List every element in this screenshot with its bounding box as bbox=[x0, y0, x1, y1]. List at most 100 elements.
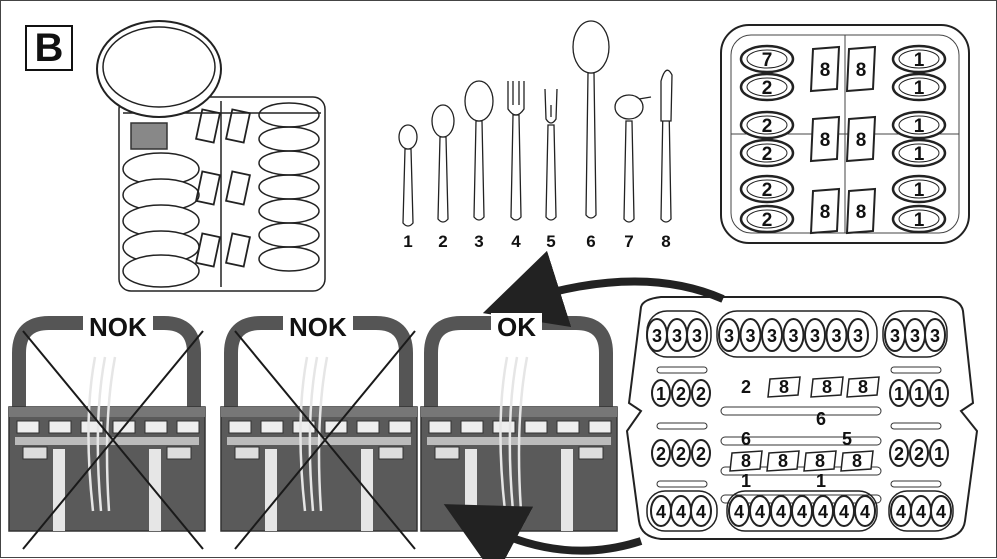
tray-bottom-slot-label: 1 bbox=[914, 384, 924, 404]
tray-top-right-slot-label: 1 bbox=[914, 144, 925, 165]
tray-bottom-slot: 1 bbox=[930, 380, 948, 406]
tray-bottom-slot: 2 bbox=[672, 440, 690, 466]
tray-top-middle-slot: 8 bbox=[847, 189, 875, 233]
tray-bottom-label-5: 5 bbox=[842, 429, 852, 449]
tray-top-left-slot: 2 bbox=[741, 74, 793, 100]
tray-bottom-slot-label: 3 bbox=[767, 326, 777, 346]
tray-bottom-slot-label: 3 bbox=[910, 326, 920, 346]
tray-bottom-slot-label: 8 bbox=[822, 377, 832, 397]
basket-topview bbox=[97, 21, 325, 291]
cutlery-number-4: 4 bbox=[511, 232, 521, 251]
tray-bottom-slot: 1 bbox=[910, 380, 928, 406]
tray-bottom-slot: 4 bbox=[911, 496, 931, 526]
tray-bottom-slot: 8 bbox=[730, 451, 762, 471]
tray-bottom-slot: 3 bbox=[805, 319, 825, 351]
tray-top-middle-slot: 8 bbox=[847, 117, 875, 161]
tray-bottom-slot: 2 bbox=[692, 440, 710, 466]
tray-bottom-slot-label: 8 bbox=[779, 377, 789, 397]
tray-bottom-slot-label: 3 bbox=[853, 326, 863, 346]
tray-top-left-slot-label: 2 bbox=[762, 180, 773, 201]
cutlery-number-3: 3 bbox=[474, 232, 483, 251]
tray-top-left-slot: 2 bbox=[741, 176, 793, 202]
tray-bottom-slot: 3 bbox=[719, 319, 739, 351]
cutlery-teaspoon bbox=[399, 125, 417, 226]
cutlery-fork bbox=[508, 81, 524, 220]
tray-top-left-slot-label: 2 bbox=[762, 144, 773, 165]
tray-bottom-slot-label: 4 bbox=[818, 502, 828, 522]
tray-bottom-slot: 3 bbox=[885, 319, 905, 351]
tray-bottom-slot-label: 2 bbox=[656, 444, 666, 464]
tray-bottom-slot: 3 bbox=[905, 319, 925, 351]
tray-bottom-slot-label: 3 bbox=[788, 326, 798, 346]
tray-top-right-slot-label: 1 bbox=[914, 180, 925, 201]
tray-bottom-slot: 2 bbox=[672, 380, 690, 406]
tray-bottom-slot: 4 bbox=[931, 496, 951, 526]
tray-bottom-label-6-lower: 6 bbox=[741, 429, 751, 449]
tray-bottom-slot: 3 bbox=[827, 319, 847, 351]
cutlery-number-2: 2 bbox=[438, 232, 447, 251]
tray-bottom-slot: 8 bbox=[811, 377, 843, 397]
cutlery-ladle bbox=[615, 95, 651, 222]
tray-bottom-slot: 2 bbox=[910, 440, 928, 466]
tray-bottom-slot-label: 3 bbox=[692, 326, 702, 346]
tray-top-right-slot-label: 1 bbox=[914, 210, 925, 231]
tray-bottom-slot: 4 bbox=[792, 496, 812, 526]
tray-top-middle-slot: 8 bbox=[811, 189, 839, 233]
tray-bottom-slot-label: 4 bbox=[860, 502, 870, 522]
tray-bottom-slot-label: 8 bbox=[815, 451, 825, 471]
tray-bottom-slot: 3 bbox=[687, 319, 707, 351]
tray-bottom-slot: 4 bbox=[729, 496, 749, 526]
tray-top-middle-label: 8 bbox=[856, 202, 867, 223]
tray-bottom-label-6-upper: 6 bbox=[816, 409, 826, 429]
cutlery-number-1: 1 bbox=[403, 232, 412, 251]
tray-top-right-slot-label: 1 bbox=[914, 78, 925, 99]
tray-bottom-slot-label: 1 bbox=[934, 444, 944, 464]
tray-bottom-slot: 4 bbox=[750, 496, 770, 526]
tray-top-left-slot-label: 2 bbox=[762, 78, 773, 99]
cutlery-serving-fork bbox=[545, 89, 557, 220]
tray-top-middle-label: 8 bbox=[820, 202, 831, 223]
tray-bottom-slot-label: 3 bbox=[672, 326, 682, 346]
tray-bottom-slot-label: 4 bbox=[696, 502, 706, 522]
tray-bottom-slot: 1 bbox=[652, 380, 670, 406]
tray-bottom-slot-label: 3 bbox=[831, 326, 841, 346]
tray-bottom-slot-label: 2 bbox=[676, 444, 686, 464]
tray-bottom-slot-label: 4 bbox=[936, 502, 946, 522]
tray-bottom-label-1: 1 bbox=[741, 471, 751, 491]
tray-bottom-slot-label: 4 bbox=[755, 502, 765, 522]
tray-bottom-slot-label: 3 bbox=[745, 326, 755, 346]
tray-bottom-slot: 4 bbox=[771, 496, 791, 526]
verdict-label-2: NOK bbox=[283, 313, 353, 341]
tray-top-left-slot: 2 bbox=[741, 112, 793, 138]
tray-bottom-slot-label: 8 bbox=[741, 451, 751, 471]
cutlery-number-8: 8 bbox=[661, 232, 670, 251]
tray-bottom-slot-label: 3 bbox=[930, 326, 940, 346]
tray-bottom-slot-label: 1 bbox=[656, 384, 666, 404]
tray-top-right-slot-label: 1 bbox=[914, 50, 925, 71]
cutlery-knife bbox=[661, 70, 672, 222]
tray-bottom-slot-label: 3 bbox=[810, 326, 820, 346]
tray-top-right-slot: 1 bbox=[893, 140, 945, 166]
tray-top-middle-label: 8 bbox=[856, 130, 867, 151]
tray-bottom-slot: 3 bbox=[762, 319, 782, 351]
tray-top-middle-slot: 8 bbox=[811, 47, 839, 91]
tray-bottom-slot: 3 bbox=[741, 319, 761, 351]
tray-bottom-slot: 2 bbox=[741, 377, 751, 397]
tray-top-middle-label: 8 bbox=[856, 60, 867, 81]
tray-bottom-slot: 4 bbox=[691, 496, 711, 526]
tray-bottom-slot: 4 bbox=[813, 496, 833, 526]
tray-bottom-slot-label: 2 bbox=[676, 384, 686, 404]
tray-top-middle-label: 8 bbox=[820, 60, 831, 81]
tray-bottom-slot-label: 3 bbox=[652, 326, 662, 346]
tray-bottom-slot: 8 bbox=[804, 451, 836, 471]
tray-top-right-slot-label: 1 bbox=[914, 116, 925, 137]
cutlery-tablespoon bbox=[465, 81, 493, 220]
tray-top-left-slot-label: 2 bbox=[762, 116, 773, 137]
tray-bottom-slot-label: 2 bbox=[696, 444, 706, 464]
cutlery-serving-spoon bbox=[573, 21, 609, 218]
tray-bottom-slot-label: 3 bbox=[890, 326, 900, 346]
